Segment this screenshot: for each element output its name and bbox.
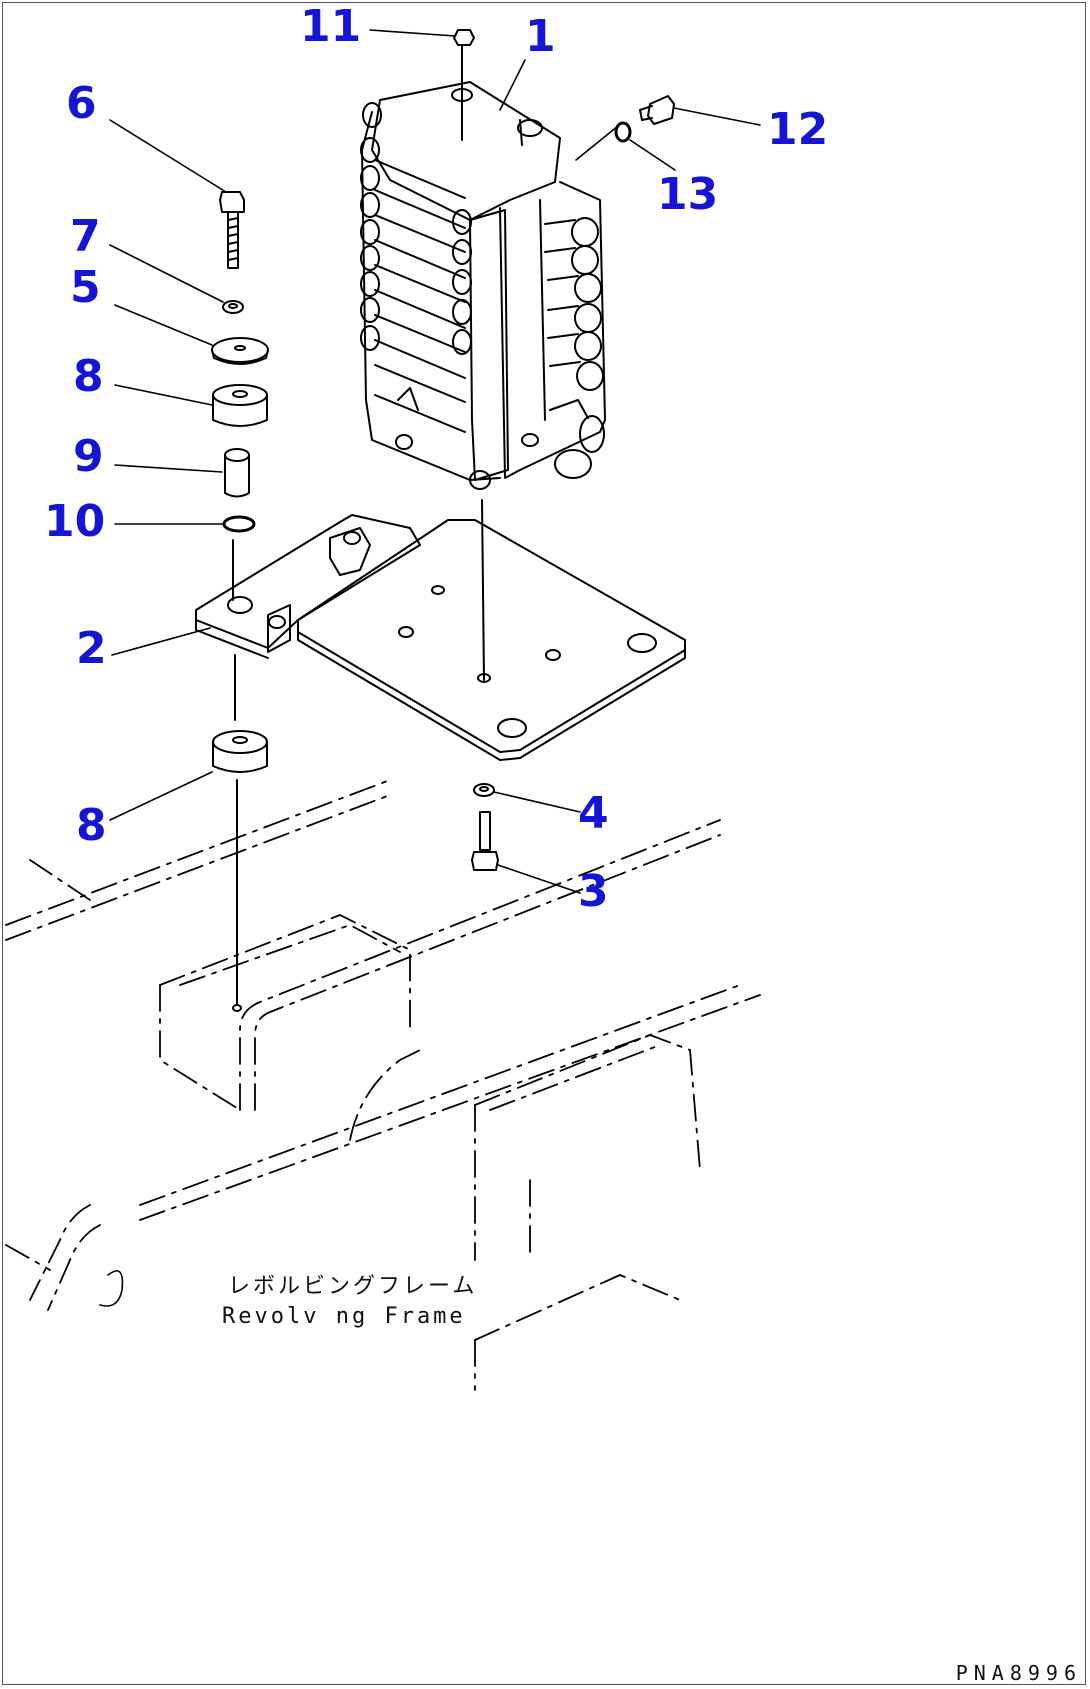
frame-hole — [99, 1270, 124, 1307]
callout-8-upper: 8 — [73, 351, 104, 402]
callout-9: 9 — [73, 431, 104, 482]
frame-label-japanese: レボルビングフレーム — [228, 1274, 478, 1299]
control-valve — [360, 81, 606, 490]
callout-5: 5 — [70, 262, 101, 313]
mounting-bracket — [195, 514, 686, 761]
callout-12: 12 — [767, 104, 829, 155]
callout-1: 1 — [525, 11, 556, 62]
frame-label-english: Revolv ng Frame — [222, 1304, 466, 1329]
hardware-parts — [211, 29, 675, 871]
callout-6: 6 — [66, 78, 97, 129]
callout-3: 3 — [578, 866, 609, 917]
callout-2: 2 — [76, 623, 107, 674]
callout-10: 10 — [44, 496, 106, 547]
assembly-axis-lines — [232, 45, 485, 1012]
callout-4: 4 — [578, 788, 609, 839]
leader-lines — [109, 29, 761, 894]
document-code: PNA8996 — [955, 1661, 1082, 1685]
callout-8-lower: 8 — [76, 800, 107, 851]
callout-11: 11 — [300, 1, 362, 52]
callout-7: 7 — [70, 211, 101, 262]
callout-13: 13 — [657, 169, 719, 220]
revolving-frame — [5, 779, 761, 1391]
